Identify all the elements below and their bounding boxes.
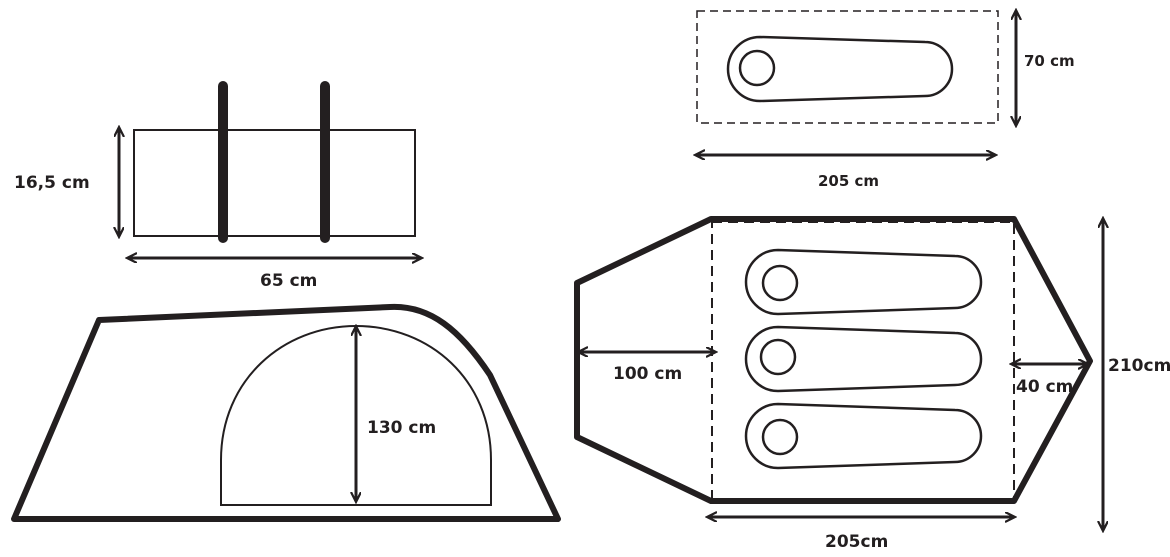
sleeping-bag bbox=[744, 402, 983, 470]
pad-width-label: 70 cm bbox=[1024, 52, 1075, 70]
bag-length-label: 65 cm bbox=[260, 271, 317, 291]
vestibule-label: 100 cm bbox=[613, 364, 682, 384]
tent-side-view: 130 cm bbox=[11, 303, 561, 522]
sleeping-bag bbox=[726, 35, 954, 103]
sleeping-bag bbox=[744, 325, 983, 393]
bag-body bbox=[133, 129, 416, 237]
sleeping-place-1 bbox=[744, 248, 983, 316]
sleeping-bag-head bbox=[759, 338, 797, 376]
tent-floor-outline bbox=[574, 216, 1093, 504]
door-height-label: 130 cm bbox=[367, 418, 436, 438]
sleeping-place-2 bbox=[744, 325, 983, 393]
sleeping-bag-head bbox=[738, 49, 776, 87]
packed-bag: 16,5 cm 65 cm bbox=[14, 81, 420, 291]
tent-silhouette bbox=[11, 303, 561, 522]
tent-floor-plan: 100 cm 40 cm 205cm 210cm bbox=[574, 216, 1170, 552]
sleeping-place-3 bbox=[744, 402, 983, 470]
bag-height-label: 16,5 cm bbox=[14, 173, 90, 193]
pad-length-label: 205 cm bbox=[818, 172, 879, 190]
pad-outline-dashed bbox=[696, 10, 999, 124]
inner-length-label: 205cm bbox=[825, 532, 888, 552]
rear-label: 40 cm bbox=[1016, 377, 1073, 397]
sleeping-bag-head bbox=[761, 418, 799, 456]
sleeping-bag bbox=[744, 248, 983, 316]
sleeping-bag-head bbox=[761, 264, 799, 302]
total-width-label: 210cm bbox=[1108, 356, 1170, 376]
single-sleeping-pad: 70 cm 205 cm bbox=[697, 11, 1075, 190]
